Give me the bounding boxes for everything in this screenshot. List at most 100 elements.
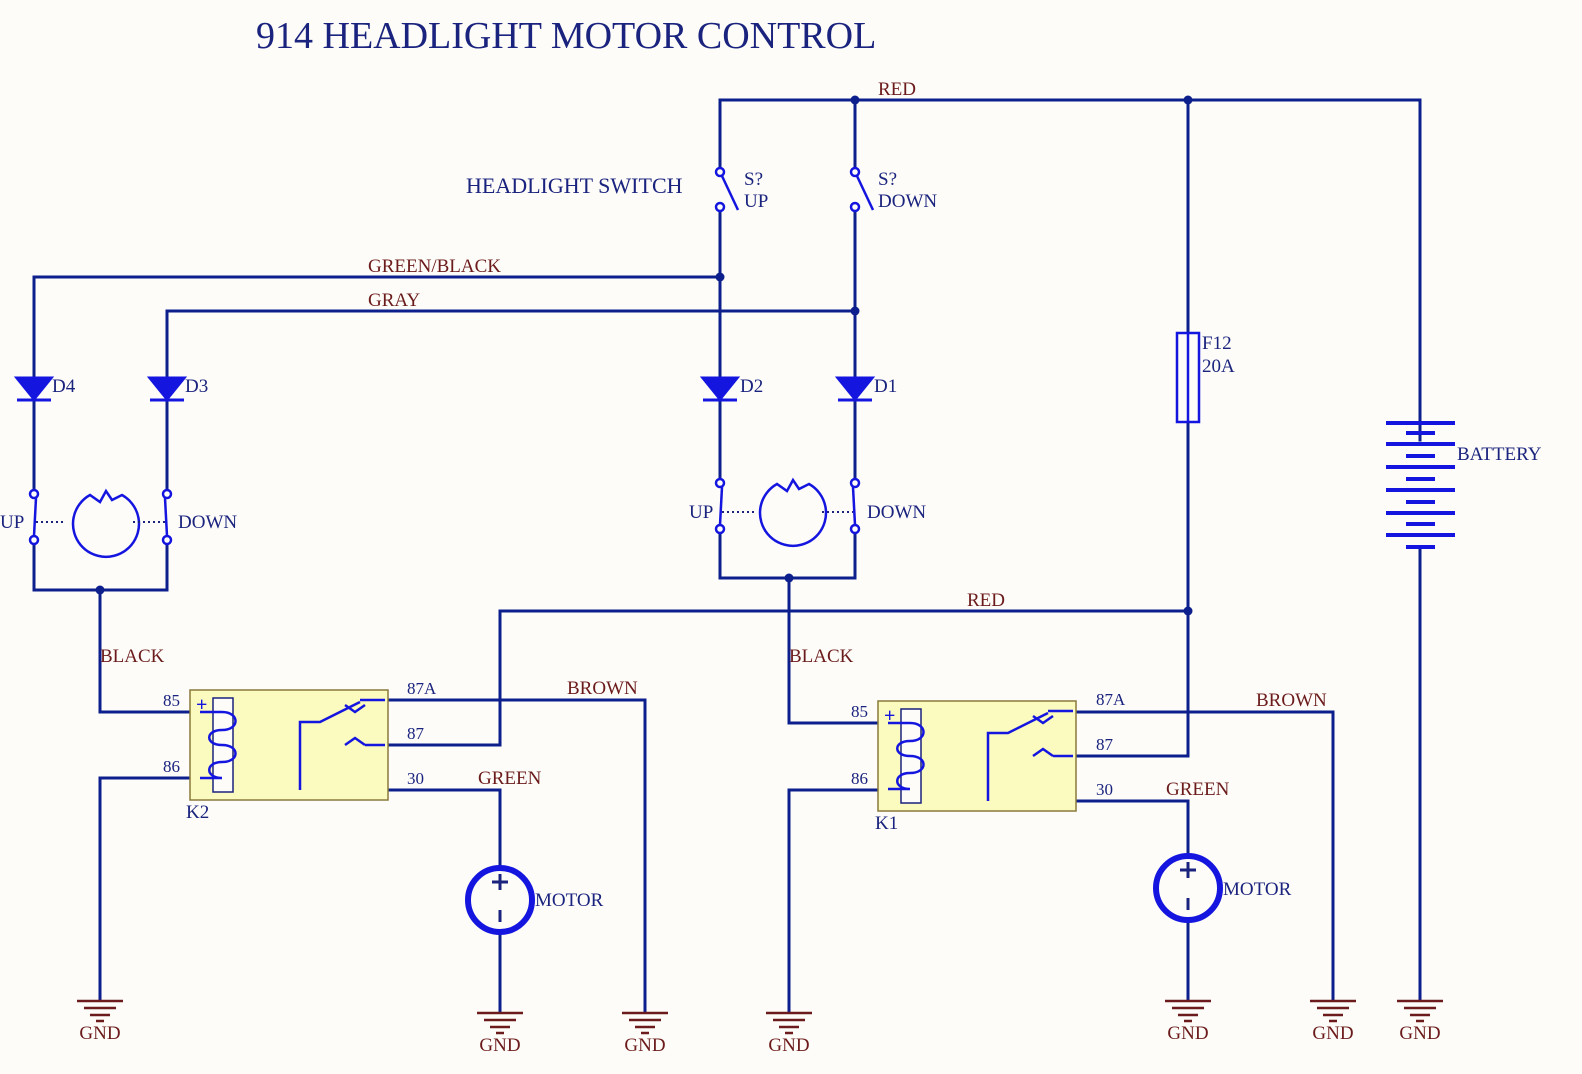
diode-label-d2: D2 xyxy=(740,376,763,397)
ground-label: GND xyxy=(79,1023,120,1044)
diagram-title: 914 HEADLIGHT MOTOR CONTROL xyxy=(256,15,876,57)
relay-coil xyxy=(200,710,237,780)
wire-brown-right xyxy=(1072,710,1335,1002)
switch-blade xyxy=(718,486,724,526)
switch-contact xyxy=(849,166,861,178)
switch-contact xyxy=(161,488,173,500)
label-green-black: GREEN/BLACK xyxy=(368,256,501,277)
wire-black-right xyxy=(787,576,880,725)
wire-brown-left xyxy=(383,698,647,1014)
relay-k2-pin85: 85 xyxy=(163,691,180,710)
label-brown-right: BROWN xyxy=(1256,690,1327,711)
switch-blade xyxy=(32,497,38,537)
switch-down-ref: S? xyxy=(878,169,897,190)
motor-left: MOTOR xyxy=(465,865,604,935)
diode-labels: D4 D3 D2 D1 xyxy=(52,376,897,397)
diode-label-d1: D1 xyxy=(874,376,897,397)
label-red-mid: RED xyxy=(967,590,1005,611)
plus-icon: + xyxy=(196,694,207,716)
label-green-right: GREEN xyxy=(1166,779,1230,800)
ground-labels: GND GND GND GND GND GND GND xyxy=(79,1023,1440,1056)
ground-label: GND xyxy=(1399,1023,1440,1044)
relay-k1-pin87a: 87A xyxy=(1096,690,1126,709)
diode-symbol xyxy=(13,376,55,402)
junctions xyxy=(95,95,1193,616)
wire-labels: RED GREEN/BLACK GRAY RED BLACK BLACK BRO… xyxy=(100,79,1327,800)
relay-k2-pin86: 86 xyxy=(163,757,180,776)
diode-d3 xyxy=(146,376,188,402)
ground-icon xyxy=(766,1011,812,1035)
relay-coil xyxy=(888,721,925,791)
limit-left-up-label: UP xyxy=(0,512,24,533)
label-brown-left: BROWN xyxy=(567,678,638,699)
relay-contact xyxy=(298,698,385,790)
battery xyxy=(1386,421,1455,549)
junction-dot xyxy=(850,306,860,316)
junction-dot xyxy=(850,95,860,105)
relay-k1-pin30: 30 xyxy=(1096,780,1113,799)
relay-k1-pin85: 85 xyxy=(851,702,868,721)
motor-icon xyxy=(1153,853,1223,923)
wire-fuse-bottom xyxy=(1072,420,1190,758)
wire-red-mid xyxy=(383,609,1190,747)
fuse-f12: F12 20A xyxy=(1175,331,1235,424)
switch-blade xyxy=(851,486,857,526)
cam-icon xyxy=(71,488,141,559)
headlight-switch: HEADLIGHT SWITCH S? UP S? DOWN xyxy=(466,166,937,213)
wire-red-top xyxy=(718,98,1422,442)
diode-label-d3: D3 xyxy=(185,376,208,397)
switch-up xyxy=(714,166,740,213)
diode-symbol xyxy=(699,376,741,402)
label-red-top: RED xyxy=(878,79,916,100)
motor-right-label: MOTOR xyxy=(1223,879,1292,900)
label-green-left: GREEN xyxy=(478,768,542,789)
ground-label: GND xyxy=(1312,1023,1353,1044)
switch-contact xyxy=(161,534,173,546)
ground-icon xyxy=(77,999,123,1023)
diode-symbol xyxy=(146,376,188,402)
ground-icon xyxy=(1165,999,1211,1023)
diode-d4 xyxy=(13,376,55,402)
switch-blade xyxy=(720,175,740,211)
wire-k2-86-gnd xyxy=(98,776,192,1002)
limit-right-up-label: UP xyxy=(689,502,713,523)
junction-dot xyxy=(95,585,105,595)
wire-green-right xyxy=(1072,799,1190,860)
limit-switch-right: UP DOWN xyxy=(689,477,926,548)
switch-contact xyxy=(28,488,40,500)
switch-contact xyxy=(849,523,861,535)
label-black-right: BLACK xyxy=(789,646,854,667)
switch-up-name: UP xyxy=(744,191,768,212)
headlight-switch-label: HEADLIGHT SWITCH xyxy=(466,173,683,198)
wire-green-left xyxy=(383,788,502,872)
limit-switch-left: UP DOWN xyxy=(0,488,237,559)
wire-k1-86-gnd xyxy=(787,788,880,1014)
switch-contact xyxy=(714,523,726,535)
junction-dot xyxy=(715,272,725,282)
ground-icon xyxy=(1310,999,1356,1023)
diodes xyxy=(13,376,876,402)
switch-contact xyxy=(849,477,861,489)
ground-icon xyxy=(1397,999,1443,1023)
limit-left-down-label: DOWN xyxy=(178,512,237,533)
fuse-value: 20A xyxy=(1202,356,1235,377)
label-gray: GRAY xyxy=(368,290,420,311)
ground-label: GND xyxy=(1167,1023,1208,1044)
relay-k1-pin86: 86 xyxy=(851,769,868,788)
ground-icon xyxy=(622,1011,668,1035)
plus-icon: + xyxy=(884,705,895,727)
label-black-left: BLACK xyxy=(100,646,165,667)
switch-contact xyxy=(28,534,40,546)
junction-dot xyxy=(784,573,794,583)
ground-label: GND xyxy=(768,1035,809,1056)
battery-label: BATTERY xyxy=(1457,444,1542,465)
ground-icon xyxy=(477,1011,523,1035)
fuse-ref: F12 xyxy=(1202,333,1232,354)
motor-icon xyxy=(465,865,535,935)
ground-label: GND xyxy=(624,1035,665,1056)
relay-k2-ref: K2 xyxy=(186,802,209,823)
switch-contact xyxy=(714,201,726,213)
wire-gray xyxy=(165,309,857,402)
ground-label: GND xyxy=(479,1035,520,1056)
diode-d2 xyxy=(699,376,741,402)
